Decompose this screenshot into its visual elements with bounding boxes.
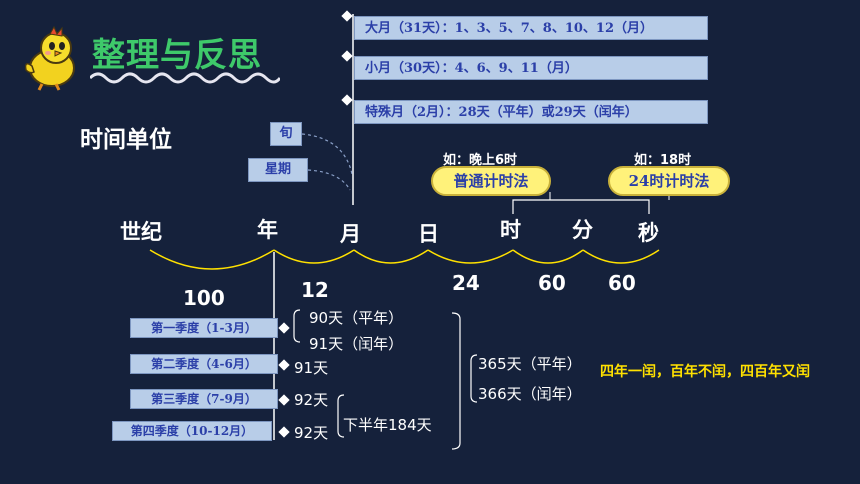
q4-days: 92天	[294, 424, 329, 442]
rate-day-hour: 24	[452, 271, 480, 295]
common-year-days: 365天（平年）	[478, 355, 582, 373]
small-month-box: 小月（30天）：4、6、9、11（月）	[354, 56, 708, 80]
q1-common-days: 90天（平年）	[309, 309, 404, 327]
leap-year-rule: 四年一闰，百年不闰，四百年又闰	[600, 364, 810, 380]
rate-hour-minute: 60	[538, 271, 566, 295]
leap-year-days: 366天（闰年）	[478, 385, 582, 403]
week-box: 星期	[248, 158, 308, 182]
q3-days: 92天	[294, 391, 329, 409]
q2-days: 91天	[294, 359, 329, 377]
quarter-1-box: 第一季度（1-3月）	[130, 318, 278, 338]
chick-icon	[24, 26, 75, 91]
xun-box: 旬	[270, 122, 302, 146]
unit-year: 年	[257, 217, 278, 242]
rate-century-year: 100	[183, 286, 225, 310]
normal-clock-example: 如：晚上6时	[443, 153, 518, 168]
normal-clock-label: 普通计时法	[431, 166, 551, 196]
h24-clock-example: 如：18时	[634, 153, 692, 168]
second-half-days: 下半年184天	[343, 416, 432, 434]
quarter-2-box: 第二季度（4-6月）	[130, 354, 278, 374]
unit-hour: 时	[500, 217, 521, 242]
page-title: 整理与反思	[92, 35, 262, 74]
quarter-3-box: 第三季度（7-9月）	[130, 389, 278, 409]
h24-clock-label: 24时计时法	[608, 166, 730, 196]
unit-month: 月	[340, 221, 361, 246]
big-month-box: 大月（31天）：1、3、5、7、8、10、12（月）	[354, 16, 708, 40]
unit-century: 世纪	[120, 219, 162, 244]
rate-minute-second: 60	[608, 271, 636, 295]
unit-day: 日	[418, 221, 439, 246]
section-heading: 时间单位	[80, 127, 172, 153]
title-wave-decoration	[90, 72, 280, 84]
unit-second: 秒	[638, 220, 659, 245]
quarter-4-box: 第四季度（10-12月）	[112, 421, 272, 441]
rate-year-month: 12	[301, 278, 329, 302]
q1-leap-days: 91天（闰年）	[309, 335, 404, 353]
special-month-box: 特殊月（2月）：28天（平年）或29天（闰年）	[354, 100, 708, 124]
unit-minute: 分	[572, 217, 593, 242]
